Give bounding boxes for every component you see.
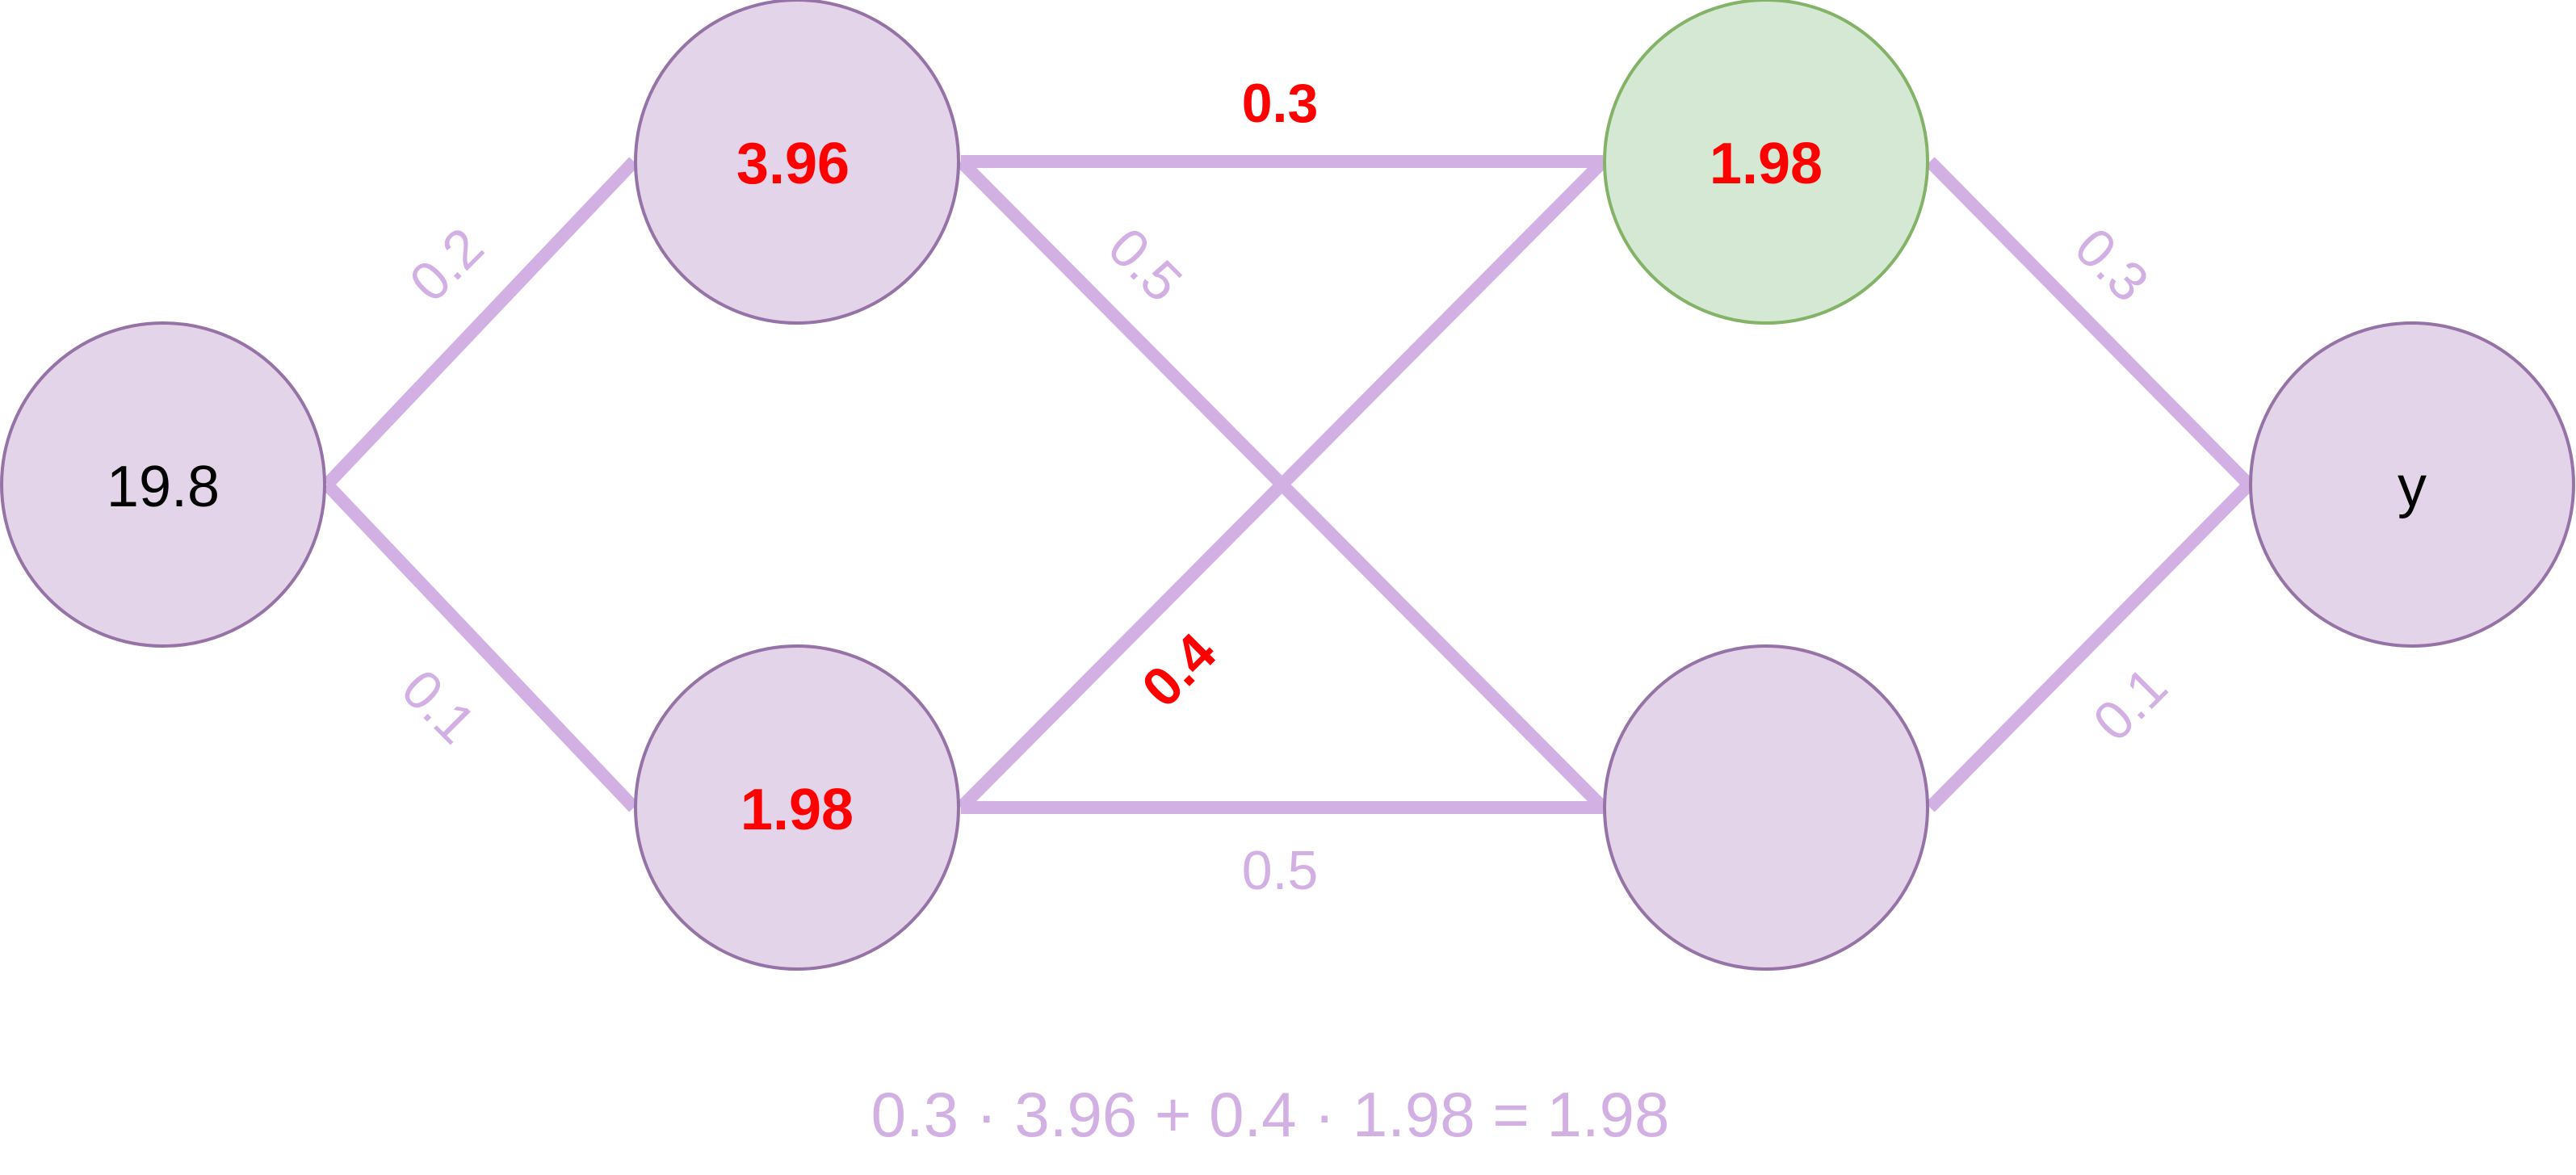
node-hidden2-bottom-circle [1603, 644, 1929, 971]
node-hidden1-bottom: 1.98 [634, 644, 960, 971]
node-hidden1-top-circle [634, 0, 960, 325]
node-hidden1-bottom-circle [634, 644, 960, 971]
node-input-label: 19.8 [107, 455, 220, 519]
node-hidden2-top-circle [1603, 0, 1929, 325]
weight-label-h1-bottom-to-h2-bottom: 0.5 [1242, 840, 1319, 901]
node-output: y [2249, 321, 2575, 648]
weight-label-h2-top-to-output: 0.3 [2063, 216, 2161, 314]
node-output-circle [2249, 321, 2575, 648]
weight-label-h1-top-to-h2-top: 0.3 [1242, 73, 1319, 134]
edges [322, 155, 2254, 814]
node-hidden2-top-label: 1.98 [1710, 132, 1823, 196]
node-hidden2-bottom [1603, 644, 1929, 971]
edge-input-to-h1-bottom [322, 480, 639, 812]
weight-label-h1-top-to-h2-bottom: 0.5 [1097, 216, 1194, 314]
weight-label-h2-bottom-to-output: 0.1 [2082, 656, 2180, 753]
node-hidden1-top: 3.96 [634, 0, 960, 325]
edge-h2-top-to-output [1925, 157, 2254, 489]
edge-input-to-h1-top [322, 157, 639, 489]
node-hidden1-bottom-label: 1.98 [740, 778, 854, 842]
nodes: 19.8 3.96 1.98 1.98 y [0, 0, 2575, 971]
weight-label-h1-bottom-to-h2-top: 0.4 [1131, 622, 1228, 720]
equation: 0.3 · 3.96 + 0.4 · 1.98 = 1.98 [871, 1079, 1670, 1150]
edge-h2-bottom-to-output [1925, 480, 2254, 812]
node-input: 19.8 [0, 321, 326, 648]
node-output-label: y [2398, 455, 2427, 519]
node-input-circle [0, 321, 326, 648]
edge-h1-bottom-to-h2-top [956, 157, 1608, 812]
weight-label-input-to-h1-top: 0.2 [398, 216, 496, 314]
weight-label-input-to-h1-bottom: 0.1 [390, 658, 488, 756]
node-hidden2-top: 1.98 [1603, 0, 1929, 325]
node-hidden1-top-label: 3.96 [736, 132, 850, 196]
